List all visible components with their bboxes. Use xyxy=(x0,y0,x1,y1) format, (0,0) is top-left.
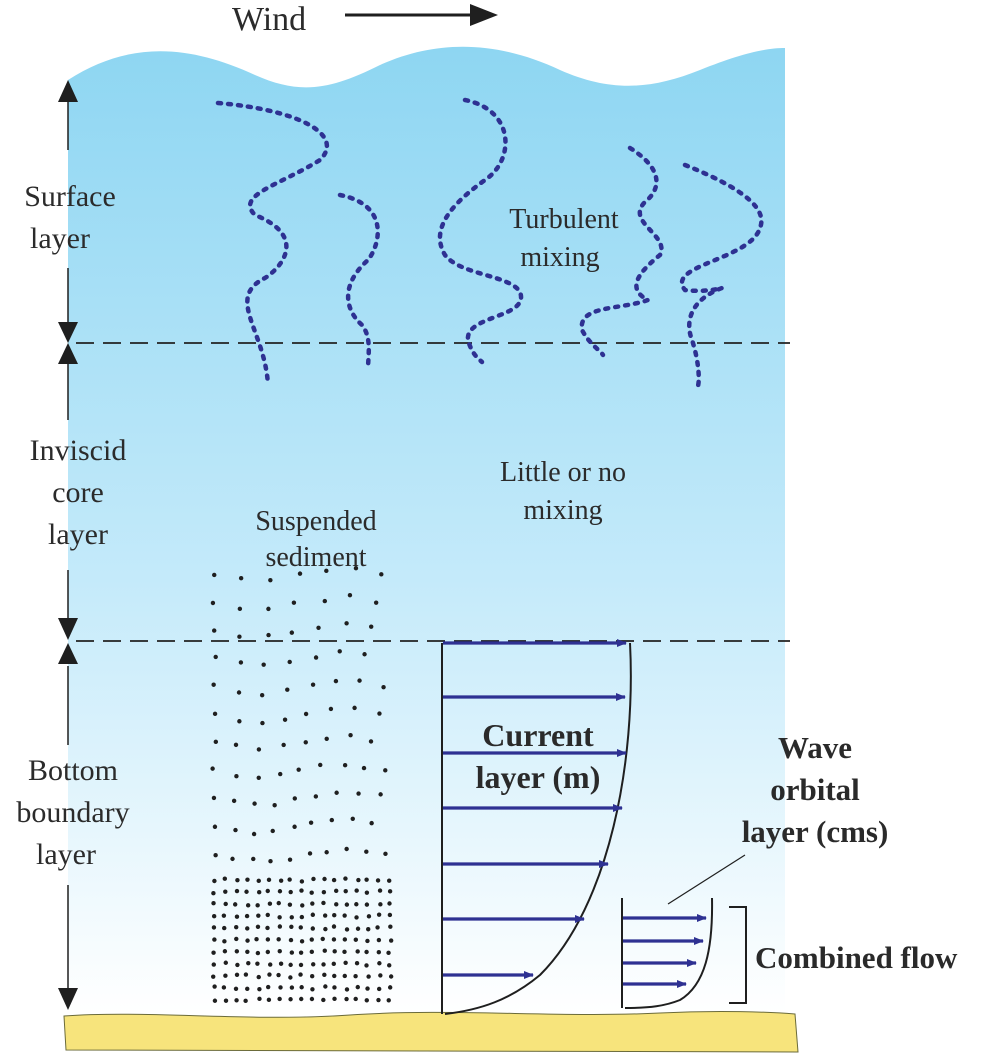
svg-text:layer (m): layer (m) xyxy=(476,759,601,795)
svg-text:Surface: Surface xyxy=(24,180,116,213)
svg-text:mixing: mixing xyxy=(520,242,599,273)
turbulent-eddies xyxy=(215,97,764,389)
svg-text:layer: layer xyxy=(30,222,90,255)
surface-layer-label: Surface layer xyxy=(24,180,116,255)
seabed xyxy=(63,1010,799,1053)
svg-text:orbital: orbital xyxy=(770,772,860,807)
little-mixing-label: Little or no mixing xyxy=(500,457,626,526)
inviscid-core-layer-label: Inviscid core layer xyxy=(30,434,127,551)
current-layer-label: Current layer (m) xyxy=(476,717,601,795)
wave-label-leader xyxy=(667,854,746,905)
svg-text:boundary: boundary xyxy=(16,796,129,829)
svg-text:layer: layer xyxy=(36,838,96,871)
suspended-sediment-label: Suspended sediment xyxy=(255,506,376,573)
svg-text:layer (cms): layer (cms) xyxy=(742,814,889,849)
turbulent-mixing-label: Turbulent mixing xyxy=(509,204,619,273)
svg-text:Bottom: Bottom xyxy=(28,754,118,787)
svg-text:core: core xyxy=(52,476,104,509)
current-profile xyxy=(441,642,632,1015)
svg-text:Little or no: Little or no xyxy=(500,457,626,488)
combined-flow-label: Combined flow xyxy=(755,940,958,975)
svg-text:sediment: sediment xyxy=(265,542,366,573)
wave-orbital-layer-label: Wave orbital layer (cms) xyxy=(742,730,889,849)
wind-label: Wind xyxy=(232,1,306,38)
wave-profile xyxy=(621,897,714,1009)
svg-text:Inviscid: Inviscid xyxy=(30,434,127,467)
svg-text:mixing: mixing xyxy=(523,495,602,526)
svg-text:layer: layer xyxy=(48,518,108,551)
svg-text:Current: Current xyxy=(482,717,594,753)
combined-flow-bracket xyxy=(729,906,747,1004)
bottom-boundary-layer-label: Bottom boundary layer xyxy=(16,754,129,871)
wave-velocity-arrows xyxy=(623,914,707,988)
svg-text:Suspended: Suspended xyxy=(255,506,376,537)
water-body xyxy=(68,46,785,1012)
svg-text:Wave: Wave xyxy=(778,730,852,765)
svg-text:Turbulent: Turbulent xyxy=(509,204,619,235)
wind-arrow-icon xyxy=(345,4,498,26)
current-velocity-arrows xyxy=(443,639,627,979)
suspended-sediment-particles xyxy=(210,566,394,1004)
extent-arrowheads xyxy=(58,80,78,1010)
